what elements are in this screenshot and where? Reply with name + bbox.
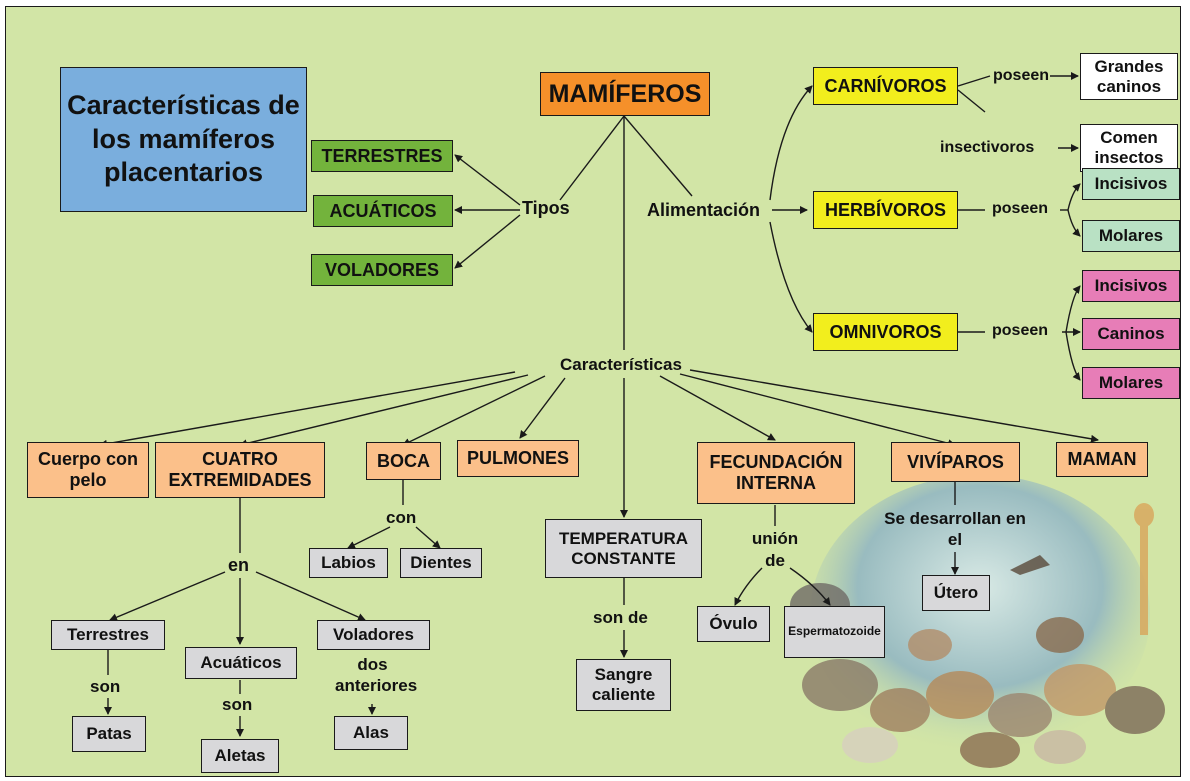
node-aletas: Aletas [201,739,279,773]
link-en: en [228,555,250,575]
node-cuerpo-pelo-label: Cuerpo con pelo [37,449,138,490]
node-sangre-caliente-label: Sangre caliente [591,665,656,704]
node-espermatozoide: Espermatozoide [784,606,885,658]
node-terrestres: TERRESTRES [311,140,453,172]
node-aletas-label: Aletas [214,746,266,766]
node-cuerpo-pelo: Cuerpo con pelo [27,442,149,498]
node-comen-insectos: Comen insectos [1080,124,1178,172]
node-ovulo-label: Óvulo [709,614,758,634]
node-labios-label: Labios [321,553,376,573]
node-herb-molares-label: Molares [1098,226,1164,246]
root-label: MAMÍFEROS [548,79,702,108]
link-poseen-carnivoros: poseen [993,67,1050,84]
node-maman: MAMAN [1056,442,1148,477]
link-son-terrestres: son [90,677,121,696]
title-box: Características de los mamíferos placent… [60,67,307,212]
node-viviparos-label: VIVÍPAROS [907,451,1004,472]
node-comen-insectos-label: Comen insectos [1094,128,1164,167]
node-omni-caninos-label: Caninos [1097,324,1165,344]
node-utero: Útero [922,575,990,611]
node-fecundacion-interna-label: FECUNDACIÓN INTERNA [709,452,843,493]
node-pulmones-label: PULMONES [466,448,569,469]
node-herbivoros-label: HERBÍVOROS [824,199,947,220]
link-son-acuaticos: son [222,695,253,714]
node-ext-voladores-label: Voladores [333,625,414,645]
link-tipos: Tipos [522,198,570,218]
node-omni-molares-label: Molares [1098,373,1164,393]
node-alas: Alas [334,716,408,750]
node-herb-incisivos: Incisivos [1082,168,1180,200]
node-fecundacion-interna: FECUNDACIÓN INTERNA [697,442,855,504]
node-dientes-label: Dientes [410,553,472,573]
node-viviparos: VIVÍPAROS [891,442,1020,482]
node-omnivoros-label: OMNIVOROS [829,321,942,342]
link-son-de: son de [593,608,648,627]
node-espermatozoide-label: Espermatozoide [788,624,881,639]
node-ext-acuaticos: Acuáticos [185,647,297,679]
link-alimentacion: Alimentación [647,200,761,220]
link-caracteristicas: Características [560,355,682,374]
link-dos-anteriores: dos anteriores [335,655,418,696]
node-omni-incisivos-label: Incisivos [1094,276,1168,296]
node-omnivoros: OMNIVOROS [813,313,958,351]
link-union-de: unión de [751,529,799,571]
node-maman-label: MAMAN [1067,449,1137,470]
node-terrestres-label: TERRESTRES [321,145,443,166]
link-insectivoros: insectivoros [940,139,1035,156]
animals-illustration [790,475,1165,768]
link-poseen-herbivoros: poseen [992,200,1049,217]
node-omni-caninos: Caninos [1082,318,1180,350]
node-sangre-caliente: Sangre caliente [576,659,671,711]
node-cuatro-extremidades-label: CUATRO EXTREMIDADES [168,449,312,490]
node-herb-incisivos-label: Incisivos [1094,174,1168,194]
link-con: con [386,508,417,527]
node-omni-molares: Molares [1082,367,1180,399]
node-voladores: VOLADORES [311,254,453,286]
node-ext-terrestres-label: Terrestres [67,625,149,645]
link-se-desarrollan: Se desarrollan en el [884,509,1026,550]
node-ext-terrestres: Terrestres [51,620,165,650]
node-ext-acuaticos-label: Acuáticos [200,653,282,673]
node-patas-label: Patas [86,724,132,744]
node-boca: BOCA [366,442,441,480]
node-grandes-caninos: Grandes caninos [1080,53,1178,100]
node-ext-voladores: Voladores [317,620,430,650]
link-poseen-omnivoros: poseen [992,322,1049,339]
node-temperatura-constante-label: TEMPERATURA CONSTANTE [558,528,689,568]
node-acuaticos-label: ACUÁTICOS [329,200,437,221]
node-temperatura-constante: TEMPERATURA CONSTANTE [545,519,702,578]
node-herb-molares: Molares [1082,220,1180,252]
node-carnivoros-label: CARNÍVOROS [824,75,947,96]
title-text: Características de los mamíferos placent… [67,89,300,188]
node-pulmones: PULMONES [457,440,579,477]
node-dientes: Dientes [400,548,482,578]
node-herbivoros: HERBÍVOROS [813,191,958,229]
node-voladores-label: VOLADORES [324,259,439,280]
node-boca-label: BOCA [377,450,430,471]
node-omni-incisivos: Incisivos [1082,270,1180,302]
node-utero-label: Útero [933,583,979,603]
node-cuatro-extremidades: CUATRO EXTREMIDADES [155,442,325,498]
node-ovulo: Óvulo [697,606,770,642]
node-carnivoros: CARNÍVOROS [813,67,958,105]
node-patas: Patas [72,716,146,752]
node-grandes-caninos-label: Grandes caninos [1094,56,1164,96]
node-acuaticos: ACUÁTICOS [313,195,453,227]
node-alas-label: Alas [353,723,389,743]
root-node: MAMÍFEROS [540,72,710,116]
node-labios: Labios [309,548,388,578]
